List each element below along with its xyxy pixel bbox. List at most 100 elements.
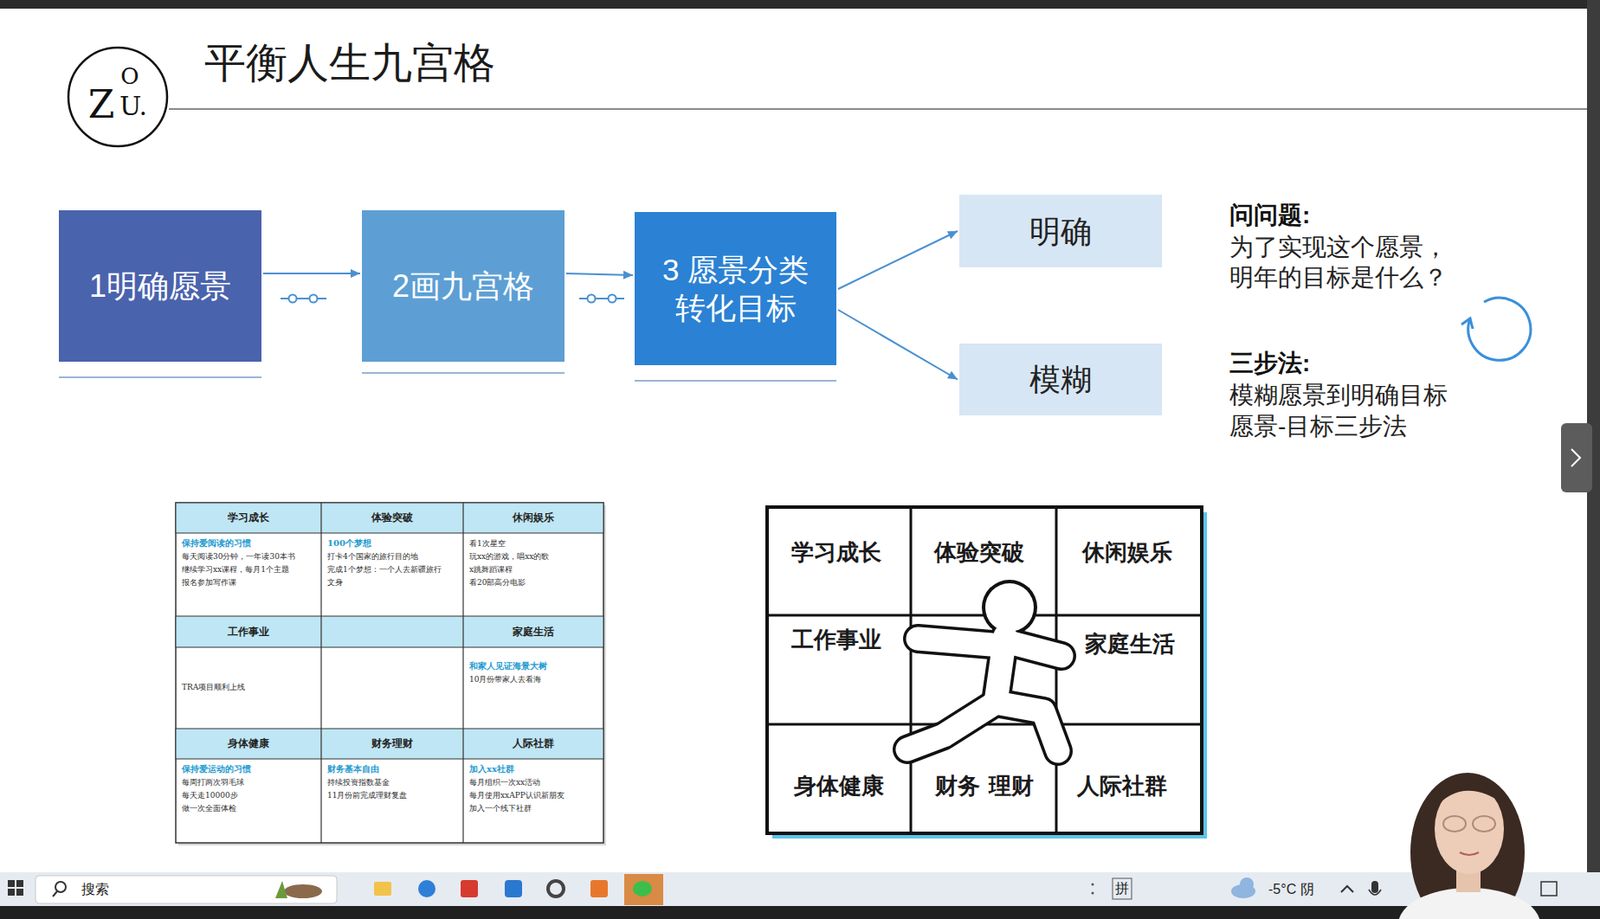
taskbar [0,872,1600,908]
webcam-glasses [1443,816,1466,833]
tray-dots [1091,883,1095,887]
table-header-band [175,729,604,760]
text-label: 愿景-目标三步法 [1229,412,1407,442]
text-label: 和家人见证海景大树 [469,661,548,672]
text-label: 加入xx社群 [469,764,515,775]
grid-rule [1055,507,1059,834]
figure-outline [917,638,992,646]
box-underline [634,380,837,382]
figure-body [995,703,1059,752]
process-box: 1明确愿景 [58,210,262,362]
table-header-band [175,503,604,534]
webcam-mouth [1459,852,1479,856]
text-label: 打卡4个国家的旅行目的地 [327,552,419,562]
text-label: 11月份前完成理财复盘 [327,791,407,801]
search-icon [55,882,66,893]
text-label: 100个梦想 [327,538,372,549]
text-label: 三步法: [1229,348,1310,379]
title-rule [168,108,1588,110]
text-label: 10月份带家人去看海 [469,675,542,685]
arrow-connector [838,231,958,290]
webcam-glasses [1472,816,1496,833]
text-label: 人际社群 [512,737,555,750]
arrow-head [623,270,633,280]
windows-logo [7,880,15,888]
text-label: 体验突破 [934,539,1025,567]
arrow-head [350,269,361,278]
text-label: TRA项目顺利上线 [181,683,246,693]
text-label: 财务基本自由 [327,764,380,775]
text-label: 财务理财 [371,737,413,750]
link-icon [280,297,327,300]
text-label: 报名参加写作课 [181,578,237,588]
process-box: 模糊 [959,343,1162,416]
text-label: -5°C 阴 [1268,881,1315,898]
table-rule [462,503,464,844]
arrow-connector [263,272,361,275]
text-label: 休闲娱乐 [1082,539,1173,567]
cycle-arrow-head [1461,318,1473,330]
slide-title: 平衡人生九宫格 [204,38,496,89]
taskbar-bottom [0,906,1600,919]
window-top-bar [0,0,1600,9]
text-label: 明年的目标是什么？ [1229,263,1448,293]
box-label: 2画九宫格 [392,266,535,306]
app-icon [590,880,608,898]
text-label: 体验突破 [371,511,413,524]
table-frame [175,503,604,844]
windows-logo [16,880,24,888]
webcam-shirt [1398,888,1541,919]
text-label: 继续学习xx课程，每月1个主题 [181,565,290,575]
mic-icon [1368,890,1381,896]
process-box: 3 愿景分类 转化目标 [634,212,837,366]
arrow-head [947,231,958,239]
table-rule [320,503,322,844]
arrow-connector [838,309,958,381]
text-label: 文身 [327,578,343,588]
folder-icon [374,882,392,897]
text-label: 每天阅读30分钟，一年读30本书 [181,552,296,562]
text-label: 玩xx的游戏，唱xx的歌 [469,552,549,562]
figure-outline [907,703,996,750]
search-art [275,881,288,899]
text-label: U. [119,90,148,123]
text-label: 身体健康 [227,737,270,750]
text-label: 保持爱运动的习惯 [181,764,252,775]
text-label: 做一次全面体检 [181,804,237,814]
active-app-bg [624,874,664,906]
weather-icon [1239,877,1254,892]
text-label: 休闲娱乐 [512,511,555,524]
text-label: 人际社群 [1077,773,1168,800]
text-label: 每月使用xxAPP认识新朋友 [469,791,565,801]
grid-rule [909,507,913,834]
grid-frame [767,507,1202,834]
box-label: 1明确愿景 [89,266,232,306]
box-underline [361,372,565,375]
text-label: O [120,63,139,91]
figure-body [917,638,992,646]
app-icon [418,880,436,898]
text-label: 看1次星空 [469,539,506,549]
text-label: 搜索 [81,881,110,898]
text-label: 持续投资指数基金 [327,778,390,788]
text-label: 家庭生活 [512,625,555,639]
text-label: x跳舞蹈课程 [469,565,513,575]
process-box: 明确 [959,194,1162,268]
text-label: 工作事业 [791,626,882,654]
link-icon [587,295,596,304]
search-box [35,876,337,904]
figure-head [981,580,1038,636]
side-tab [1561,423,1593,493]
text-label: 看20部高分电影 [469,578,526,588]
figure-outline [907,636,1062,752]
text-label: 完成1个梦想：一个人去新疆旅行 [327,565,442,575]
mic-icon [1371,881,1379,894]
arrow-connector [566,273,633,276]
link-icon [579,297,625,300]
box-label: 明确 [1029,212,1092,252]
text-label: 财务 理财 [935,773,1033,800]
table-header-band [175,616,604,648]
link-icon [608,295,617,304]
